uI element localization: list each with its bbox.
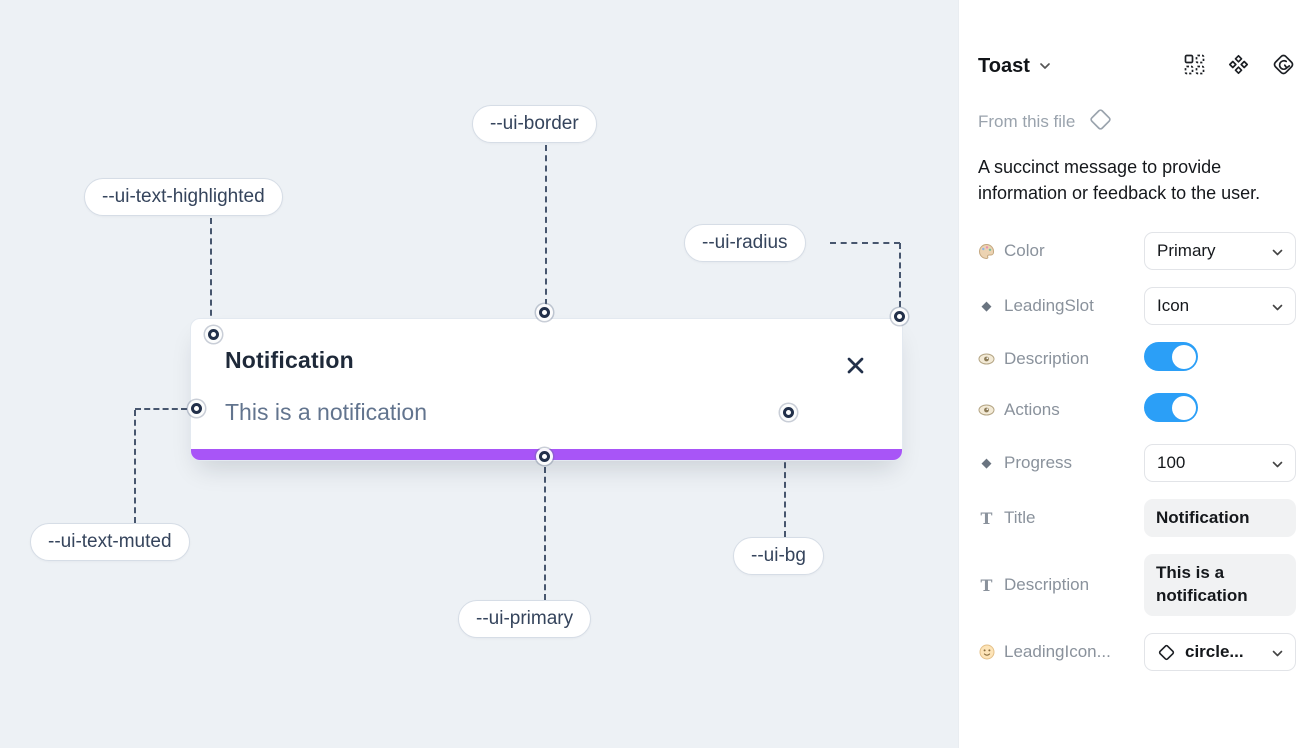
- actions-toggle[interactable]: [1144, 393, 1198, 423]
- prop-label-description-toggle: Description: [1004, 349, 1090, 369]
- component-title: Toast: [978, 54, 1030, 77]
- text-type-icon: T: [980, 508, 993, 528]
- connector-node-border: [539, 307, 550, 318]
- title-field[interactable]: Notification: [1144, 499, 1296, 538]
- component-button[interactable]: [1227, 53, 1250, 79]
- connector-text-muted-line-vertical: [134, 410, 136, 523]
- eye-icon: [978, 404, 995, 416]
- variable-pill-ui-border[interactable]: --ui-border: [472, 105, 597, 143]
- connector-node-primary: [539, 451, 550, 462]
- connector-text-highlighted-line: [210, 218, 212, 326]
- prop-label-description-text: Description: [1004, 575, 1090, 595]
- chevron-down-icon: [1272, 296, 1283, 316]
- prop-label-leadingicon: LeadingIcon...: [1004, 642, 1111, 662]
- connector-radius-line-horizontal: [830, 242, 900, 244]
- variable-pill-ui-radius[interactable]: --ui-radius: [684, 224, 806, 262]
- progress-select[interactable]: 100: [1144, 444, 1296, 483]
- variable-pill-ui-bg[interactable]: --ui-bg: [733, 537, 824, 575]
- panel-toolbar: [1183, 52, 1296, 80]
- component-selector[interactable]: Toast: [978, 55, 1051, 78]
- prop-row-description-toggle: Description: [978, 342, 1296, 376]
- prop-label-leadingslot: LeadingSlot: [1004, 296, 1094, 316]
- variants-grid-icon: [1183, 53, 1206, 79]
- palette-icon: [978, 243, 995, 260]
- prop-label-title: Title: [1004, 508, 1036, 528]
- component-diamonds-icon: [1227, 53, 1250, 79]
- component-description: A succinct message to provide informatio…: [978, 157, 1261, 204]
- diamond-icon: ◆: [981, 298, 992, 314]
- text-type-icon: T: [980, 575, 993, 595]
- chevron-down-icon: [1272, 642, 1283, 662]
- panel-header: Toast: [978, 52, 1296, 80]
- connector-text-muted-line-horizontal: [135, 408, 187, 410]
- toast-description: This is a notification: [225, 399, 427, 425]
- leadingslot-select-value: Icon: [1157, 296, 1190, 316]
- swap-instance-button[interactable]: [1271, 52, 1296, 80]
- leadingicon-select-value: circle...: [1185, 642, 1244, 662]
- source-label: From this file: [978, 112, 1076, 131]
- close-icon: [845, 355, 866, 379]
- connector-node-text-highlighted: [208, 329, 219, 340]
- toast-title: Notification: [225, 347, 354, 373]
- prop-row-progress: ◆ Progress 100: [978, 444, 1296, 483]
- progress-select-value: 100: [1157, 453, 1186, 473]
- toggle-knob: [1171, 395, 1196, 420]
- eye-icon: [978, 353, 995, 365]
- prop-row-leadingicon: LeadingIcon... circle...: [978, 633, 1296, 672]
- connector-node-bg: [783, 407, 794, 418]
- connector-node-text-muted: [191, 403, 202, 414]
- color-select[interactable]: Primary: [1144, 232, 1296, 271]
- prop-row-description-text: T Description This is a notification: [978, 554, 1296, 617]
- properties-panel: Toast: [958, 0, 1312, 748]
- instance-diamond-icon: [1157, 643, 1176, 662]
- chevron-down-icon: [1039, 57, 1051, 75]
- chevron-down-icon: [1272, 241, 1283, 261]
- description-toggle[interactable]: [1144, 342, 1198, 372]
- connector-radius-line-vertical: [899, 243, 901, 307]
- toggle-knob: [1171, 344, 1196, 369]
- prop-row-leadingslot: ◆ LeadingSlot Icon: [978, 287, 1296, 326]
- source-row: From this file: [978, 106, 1296, 138]
- prop-label-progress: Progress: [1004, 453, 1073, 473]
- leadingslot-select[interactable]: Icon: [1144, 287, 1296, 326]
- design-canvas: Notification This is a notification --ui…: [0, 0, 958, 748]
- prop-row-title: T Title Notification: [978, 499, 1296, 538]
- variable-pill-ui-text-highlighted[interactable]: --ui-text-highlighted: [84, 178, 283, 216]
- leadingicon-select[interactable]: circle...: [1144, 633, 1296, 672]
- variants-grid-button[interactable]: [1183, 53, 1206, 79]
- swap-instance-icon: [1271, 52, 1296, 80]
- color-select-value: Primary: [1157, 241, 1216, 261]
- connector-bg-line: [784, 423, 786, 537]
- chevron-down-icon: [1272, 453, 1283, 473]
- description-field[interactable]: This is a notification: [1144, 554, 1296, 617]
- toast-preview: Notification This is a notification: [190, 318, 903, 461]
- prop-label-actions-toggle: Actions: [1004, 400, 1060, 420]
- connector-node-radius: [894, 311, 905, 322]
- connector-border-line: [545, 145, 547, 305]
- variable-pill-ui-primary[interactable]: --ui-primary: [458, 600, 592, 638]
- diamond-icon: ◆: [981, 455, 992, 471]
- prop-label-color: Color: [1004, 241, 1045, 261]
- smiley-icon: [978, 644, 995, 660]
- toast-close-button[interactable]: [841, 353, 869, 381]
- connector-primary-line: [544, 467, 546, 600]
- prop-row-color: Color Primary: [978, 232, 1296, 271]
- variable-pill-ui-text-muted[interactable]: --ui-text-muted: [30, 523, 190, 561]
- prop-row-actions-toggle: Actions: [978, 393, 1296, 427]
- file-diamond-icon: [1087, 106, 1114, 138]
